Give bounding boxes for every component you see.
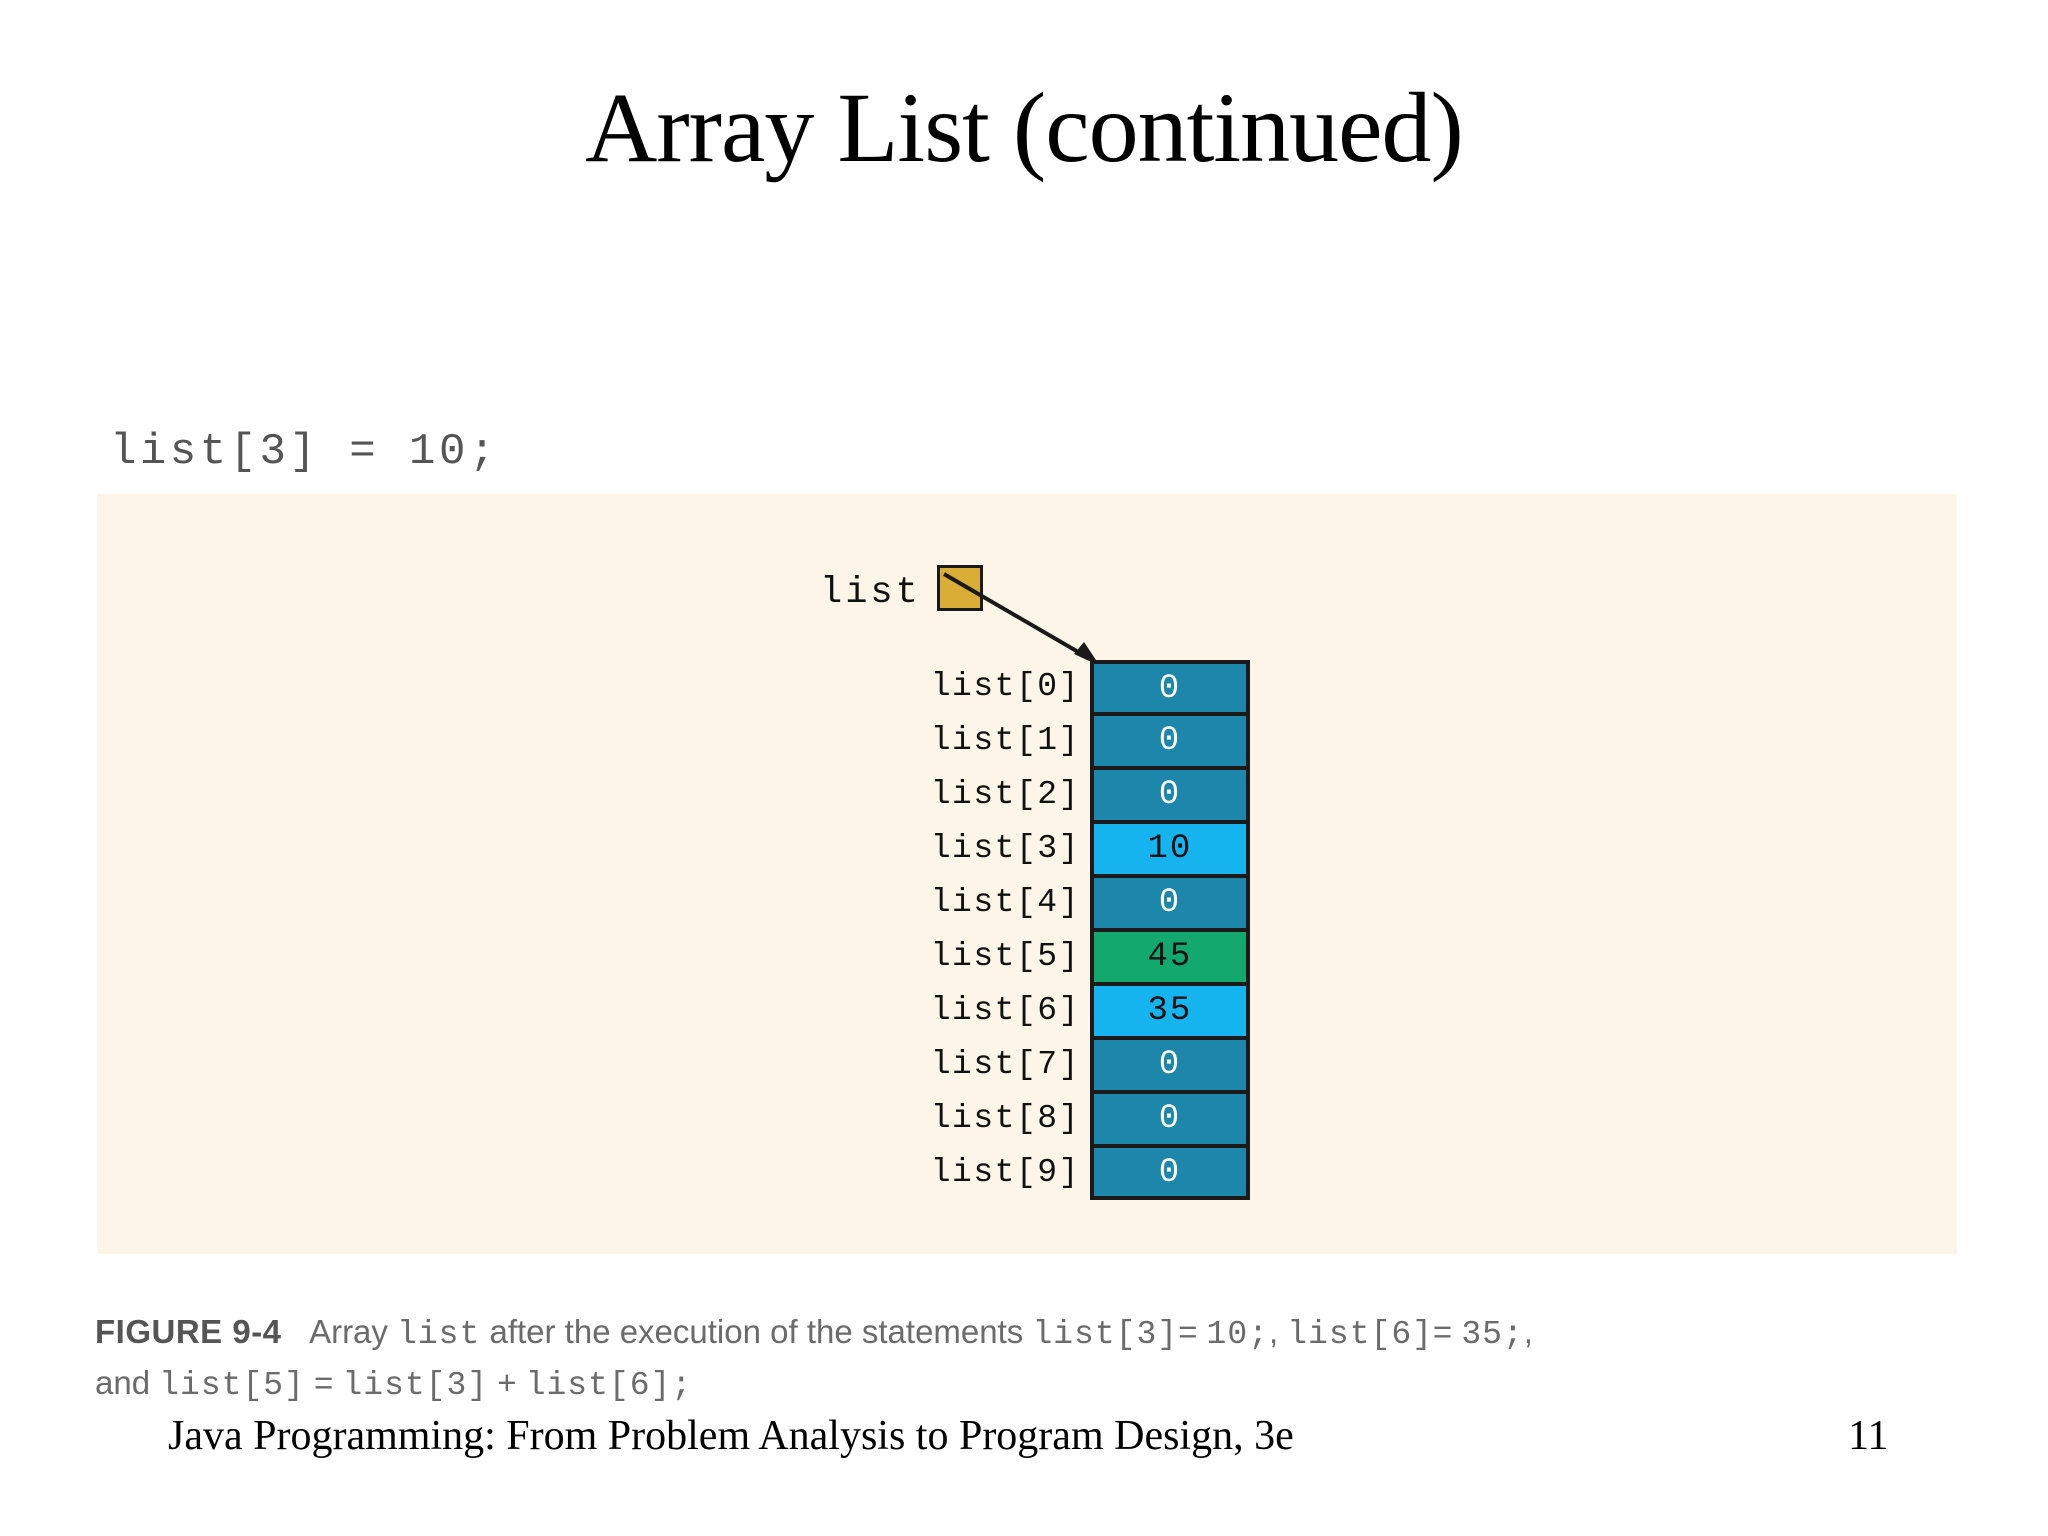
array-cell-9: 0 [1089,1146,1250,1200]
array-index-label: list[0] [930,668,1080,705]
footer-attribution: Java Programming: From Problem Analysis … [168,1413,1294,1459]
caption-mono-4: list[6] [1287,1316,1433,1353]
figure-number: FIGURE 9-4 [95,1313,282,1350]
caption-line2-text-1: and [95,1364,160,1401]
array-index-label: list[1] [930,722,1080,759]
caption-line2-mono-1: list[5] [159,1367,305,1404]
table-row: list[3] 10 [920,822,1250,876]
code-line-1: list[3] = 10; [110,427,499,477]
table-row: list[5] 45 [920,930,1250,984]
table-row: list[6] 35 [920,984,1250,1038]
caption-text-1: Array [309,1313,398,1350]
array-index-label: list[2] [930,776,1080,813]
array-cell-7: 0 [1089,1038,1250,1092]
figure-caption: FIGURE 9-4 Array list after the executio… [95,1308,1995,1410]
table-row: list[1] 0 [920,714,1250,768]
caption-text-5: = [1432,1313,1462,1350]
array-cell-3: 10 [1089,822,1250,876]
array-index-label: list[7] [930,1046,1080,1083]
array-cell-1: 0 [1089,714,1250,768]
caption-line2-text-3: + [488,1364,526,1401]
table-row: list[2] 0 [920,768,1250,822]
caption-mono-1: list [397,1316,481,1353]
array-index-label: list[8] [930,1100,1080,1137]
pointer-variable-label: list [820,572,921,614]
caption-line2-mono-2: list[3] [342,1367,489,1404]
array-cell-6: 35 [1089,984,1250,1038]
caption-text-4: , [1268,1313,1288,1350]
array-cell-2: 0 [1089,768,1250,822]
caption-text-6: , [1523,1313,1533,1350]
page-number: 11 [1848,1413,1889,1459]
caption-line2-mono-3: list[6]; [525,1367,693,1404]
table-row: list[4] 0 [920,876,1250,930]
caption-mono-5: 35; [1461,1316,1524,1353]
caption-mono-2: list[3] [1032,1316,1179,1353]
caption-line2-text-2: = [304,1364,343,1401]
array-index-label: list[3] [930,830,1080,867]
array-diagram: list[0] 0 list[1] 0 list[2] 0 list[3] 10… [920,660,1250,1200]
table-row: list[9] 0 [920,1146,1250,1200]
array-index-label: list[9] [930,1154,1080,1191]
array-index-label: list[5] [930,938,1080,975]
caption-mono-3: 10; [1206,1316,1269,1353]
array-index-label: list[6] [930,992,1080,1029]
array-index-label: list[4] [930,884,1080,921]
table-row: list[8] 0 [920,1092,1250,1146]
array-cell-5: 45 [1089,930,1250,984]
array-cell-4: 0 [1089,876,1250,930]
caption-text-2: after the execution of the statements [480,1313,1033,1350]
table-row: list[7] 0 [920,1038,1250,1092]
page-title: Array List (continued) [585,72,1464,183]
array-cell-0: 0 [1089,660,1250,714]
table-row: list[0] 0 [920,660,1250,714]
caption-text-3: = [1178,1313,1207,1350]
array-cell-8: 0 [1089,1092,1250,1146]
pointer-variable-box [937,565,983,611]
